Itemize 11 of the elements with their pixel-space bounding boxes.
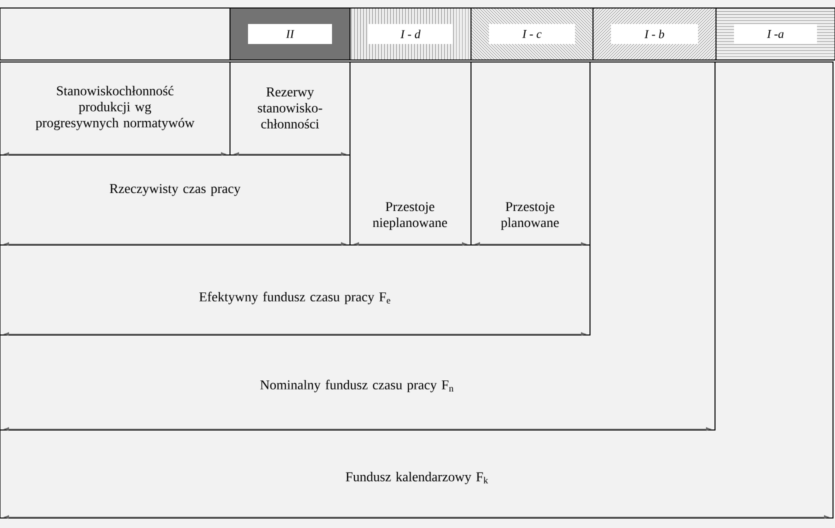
- header-cell: II: [230, 8, 350, 60]
- header-cell: I - c: [470, 8, 594, 60]
- block: Przestoje planowane: [470, 62, 590, 246]
- block: Rezerwy stanowisko-chłonności: [230, 62, 350, 156]
- block: Stanowiskochłonność produkcji wg progresywnych normatywów: [0, 62, 230, 156]
- header-cell: I - d: [350, 8, 472, 60]
- block: Efektywny fundusz czasu pracy F$_{e}$: [0, 244, 590, 336]
- header-cell: I - b: [592, 8, 716, 60]
- header-cell: I -a: [716, 8, 835, 60]
- block: Przestoje nieplanowane: [350, 62, 472, 246]
- block: Rzeczywisty czas pracy: [0, 154, 350, 246]
